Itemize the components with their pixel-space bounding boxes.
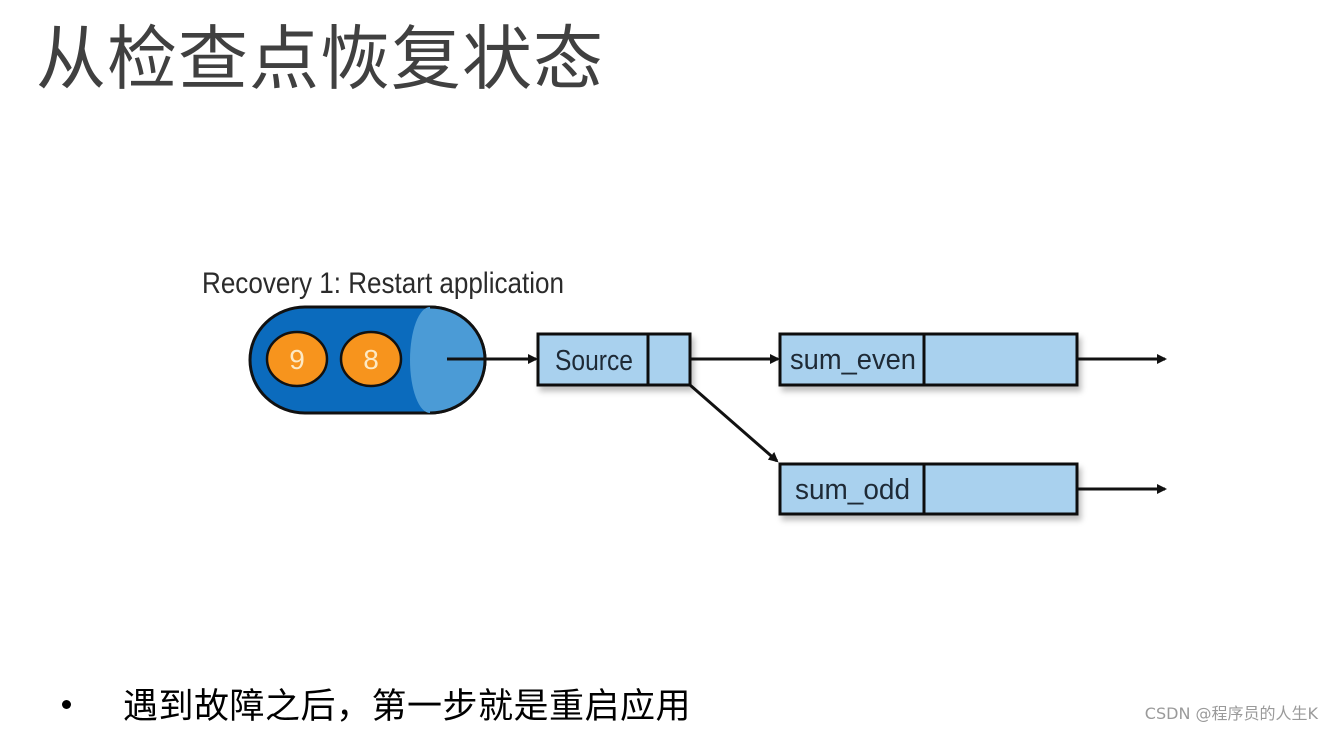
edge-source-to-sum-odd: [689, 383, 779, 463]
node-sum-even-label: sum_even: [790, 344, 916, 376]
diagram-caption: Recovery 1: Restart application: [202, 267, 564, 300]
slide-title: 从检查点恢复状态: [36, 18, 604, 100]
node-source-label: Source: [555, 345, 633, 377]
bullet-item: 遇到故障之后，第一步就是重启应用: [62, 678, 691, 728]
event-log-queue: 9 8: [248, 305, 487, 415]
bullet-icon: [62, 699, 71, 709]
node-source: [536, 332, 692, 387]
node-sum-odd: [778, 462, 1079, 516]
queue-item-label: 9: [289, 344, 305, 375]
bullet-text: 遇到故障之后，第一步就是重启应用: [123, 686, 692, 727]
node-sum-even: [778, 332, 1079, 387]
watermark: CSDN @程序员的人生K: [1144, 704, 1318, 723]
queue-item-label: 8: [363, 344, 379, 375]
queue-item: 9: [265, 330, 329, 388]
node-sum-odd-label: sum_odd: [795, 474, 910, 506]
queue-item: 8: [339, 330, 403, 388]
